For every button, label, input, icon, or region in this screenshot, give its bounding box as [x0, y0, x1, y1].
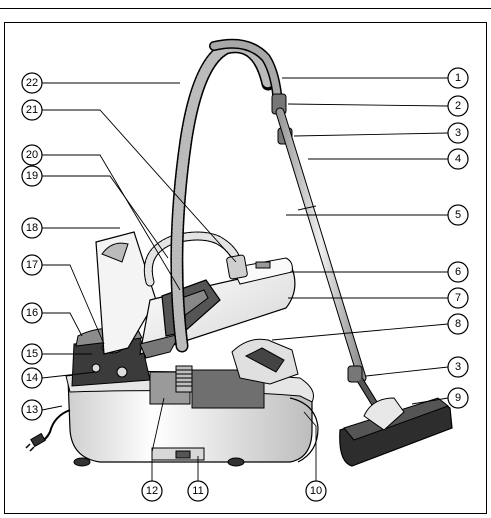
callout-22: 22: [22, 73, 42, 93]
callout-9: 9: [448, 388, 468, 408]
callout-8: 8: [448, 314, 468, 334]
callout-label: 8: [455, 318, 461, 330]
callout-3: 3: [448, 123, 468, 143]
callout-18: 18: [22, 218, 42, 238]
plug-icon: [26, 434, 45, 451]
callout-3b: 3: [448, 357, 468, 377]
callout-17: 17: [22, 255, 42, 275]
callout-label: 7: [455, 292, 461, 304]
callout-label: 5: [455, 209, 461, 221]
callout-label: 3: [455, 361, 461, 373]
callout-label: 21: [26, 104, 38, 116]
callout-label: 17: [26, 259, 38, 271]
callout-label: 14: [26, 372, 38, 384]
base-latch: [176, 451, 190, 458]
steam-button: [256, 262, 270, 268]
callout-label: 10: [310, 485, 322, 497]
callout-12: 12: [142, 481, 162, 501]
callout-21: 21: [22, 100, 42, 120]
callout-1: 1: [448, 68, 468, 88]
callout-7: 7: [448, 288, 468, 308]
callout-label: 6: [455, 266, 461, 278]
callout-label: 12: [146, 485, 158, 497]
front-foot-left: [74, 458, 90, 466]
indicator-lamp: [92, 364, 100, 372]
callout-16: 16: [22, 303, 42, 323]
callout-19: 19: [22, 166, 42, 186]
hose-connector: [226, 255, 248, 280]
floor-tool: [340, 398, 452, 466]
callout-11: 11: [188, 481, 208, 501]
callout-label: 2: [455, 100, 461, 112]
callout-label: 1: [455, 72, 461, 84]
callout-label: 18: [26, 222, 38, 234]
floor-tool-release: [348, 366, 362, 382]
callout-label: 16: [26, 307, 38, 319]
callout-label: 19: [26, 170, 38, 182]
callout-20: 20: [22, 145, 42, 165]
callout-label: 4: [455, 153, 461, 165]
power-button: [117, 367, 127, 377]
callout-label: 22: [26, 77, 38, 89]
callout-15: 15: [22, 344, 42, 364]
callout-label: 13: [26, 404, 38, 416]
callout-13: 13: [22, 400, 42, 420]
callout-label: 9: [455, 392, 461, 404]
callout-6: 6: [448, 262, 468, 282]
callout-label: 20: [26, 149, 38, 161]
callout-label: 3: [455, 127, 461, 139]
callout-10: 10: [306, 481, 326, 501]
callout-4: 4: [448, 149, 468, 169]
callout-2: 2: [448, 96, 468, 116]
callout-label: 15: [26, 348, 38, 360]
front-foot-right: [228, 458, 244, 466]
callout-label: 11: [192, 485, 203, 497]
ribbed-connector: [176, 366, 192, 392]
power-cord: [40, 410, 70, 442]
callout-14: 14: [22, 368, 42, 388]
callout-5: 5: [448, 205, 468, 225]
